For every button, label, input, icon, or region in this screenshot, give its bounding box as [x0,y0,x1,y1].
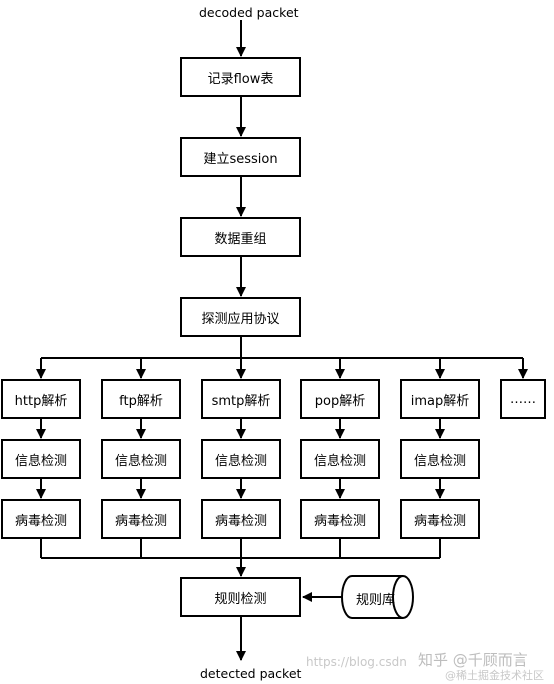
smtp-parse-label: smtp解析 [211,393,271,409]
ftp-info-check-box: 信息检测 [101,439,181,479]
ftp-info-check-label: 信息检测 [114,453,167,469]
reassembly-box: 数据重组 [180,217,301,257]
rule-db-cylinder [341,575,414,619]
more-protocols-box: …… [500,379,546,419]
smtp-virus-check-label: 病毒检测 [214,513,267,529]
input-label: decoded packet [199,5,299,20]
smtp-virus-check-box: 病毒检测 [201,499,281,539]
ftp-parse-box: ftp解析 [101,379,181,419]
output-label: detected packet [200,666,302,681]
watermark-url: https://blog.csdn [306,655,407,669]
pop-info-check-label: 信息检测 [313,453,366,469]
record-flow-box: 记录flow表 [180,57,301,97]
detect-protocol-box: 探测应用协议 [180,297,301,337]
smtp-parse-box: smtp解析 [201,379,281,419]
record-flow-label: 记录flow表 [207,71,274,87]
pop-parse-label: pop解析 [314,393,366,409]
http-parse-box: http解析 [1,379,81,419]
pop-parse-box: pop解析 [300,379,380,419]
imap-info-check-box: 信息检测 [400,439,480,479]
pop-virus-check-box: 病毒检测 [300,499,380,539]
imap-info-check-label: 信息检测 [413,453,466,469]
detect-protocol-label: 探测应用协议 [201,311,280,327]
reassembly-label: 数据重组 [214,231,267,247]
rule-check-box: 规则检测 [180,577,301,617]
build-session-label: 建立session [203,151,278,167]
http-virus-check-label: 病毒检测 [14,513,67,529]
http-parse-label: http解析 [14,393,68,409]
http-info-check-label: 信息检测 [14,453,67,469]
imap-parse-label: imap解析 [410,393,470,409]
pop-info-check-box: 信息检测 [300,439,380,479]
more-protocols-label: …… [510,391,536,407]
smtp-info-check-label: 信息检测 [214,453,267,469]
ftp-virus-check-label: 病毒检测 [114,513,167,529]
http-info-check-box: 信息检测 [1,439,81,479]
ftp-parse-label: ftp解析 [119,393,163,409]
watermark-brand: 知乎 @千顾而言 [418,651,528,669]
smtp-info-check-box: 信息检测 [201,439,281,479]
http-virus-check-box: 病毒检测 [1,499,81,539]
imap-parse-box: imap解析 [400,379,480,419]
imap-virus-check-label: 病毒检测 [413,513,466,529]
pop-virus-check-label: 病毒检测 [313,513,366,529]
build-session-box: 建立session [180,137,301,177]
ftp-virus-check-box: 病毒检测 [101,499,181,539]
rule-db-label: 规则库 [356,593,396,608]
rule-check-label: 规则检测 [214,591,267,607]
imap-virus-check-box: 病毒检测 [400,499,480,539]
watermark-credit: @稀土掘金技术社区 [445,669,544,682]
